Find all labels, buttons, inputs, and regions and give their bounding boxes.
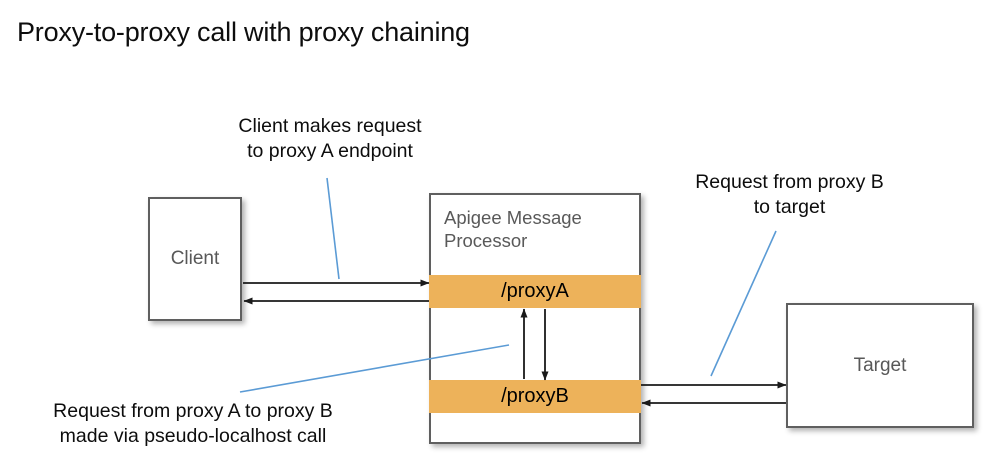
node-target: Target (786, 303, 974, 428)
leader-line-target-request (710, 230, 777, 377)
node-client: Client (148, 197, 242, 321)
node-message-processor-label: Apigee Message Processor (444, 207, 582, 251)
annotation-client-request: Client makes request to proxy A endpoint (238, 115, 422, 162)
node-client-label: Client (170, 248, 220, 269)
page-title: Proxy-to-proxy call with proxy chaining (17, 17, 470, 47)
annotation-target-request: Request from proxy B to target (695, 171, 884, 218)
band-proxy-b: /proxyB (429, 380, 641, 413)
band-proxy-a: /proxyA (429, 275, 641, 308)
band-proxy-b-label: /proxyB (501, 385, 569, 407)
leader-line-client-request (326, 177, 340, 280)
annotation-chained-request: Request from proxy A to proxy B made via… (53, 400, 333, 447)
band-proxy-a-label: /proxyA (501, 280, 569, 302)
node-target-label: Target (853, 354, 907, 376)
